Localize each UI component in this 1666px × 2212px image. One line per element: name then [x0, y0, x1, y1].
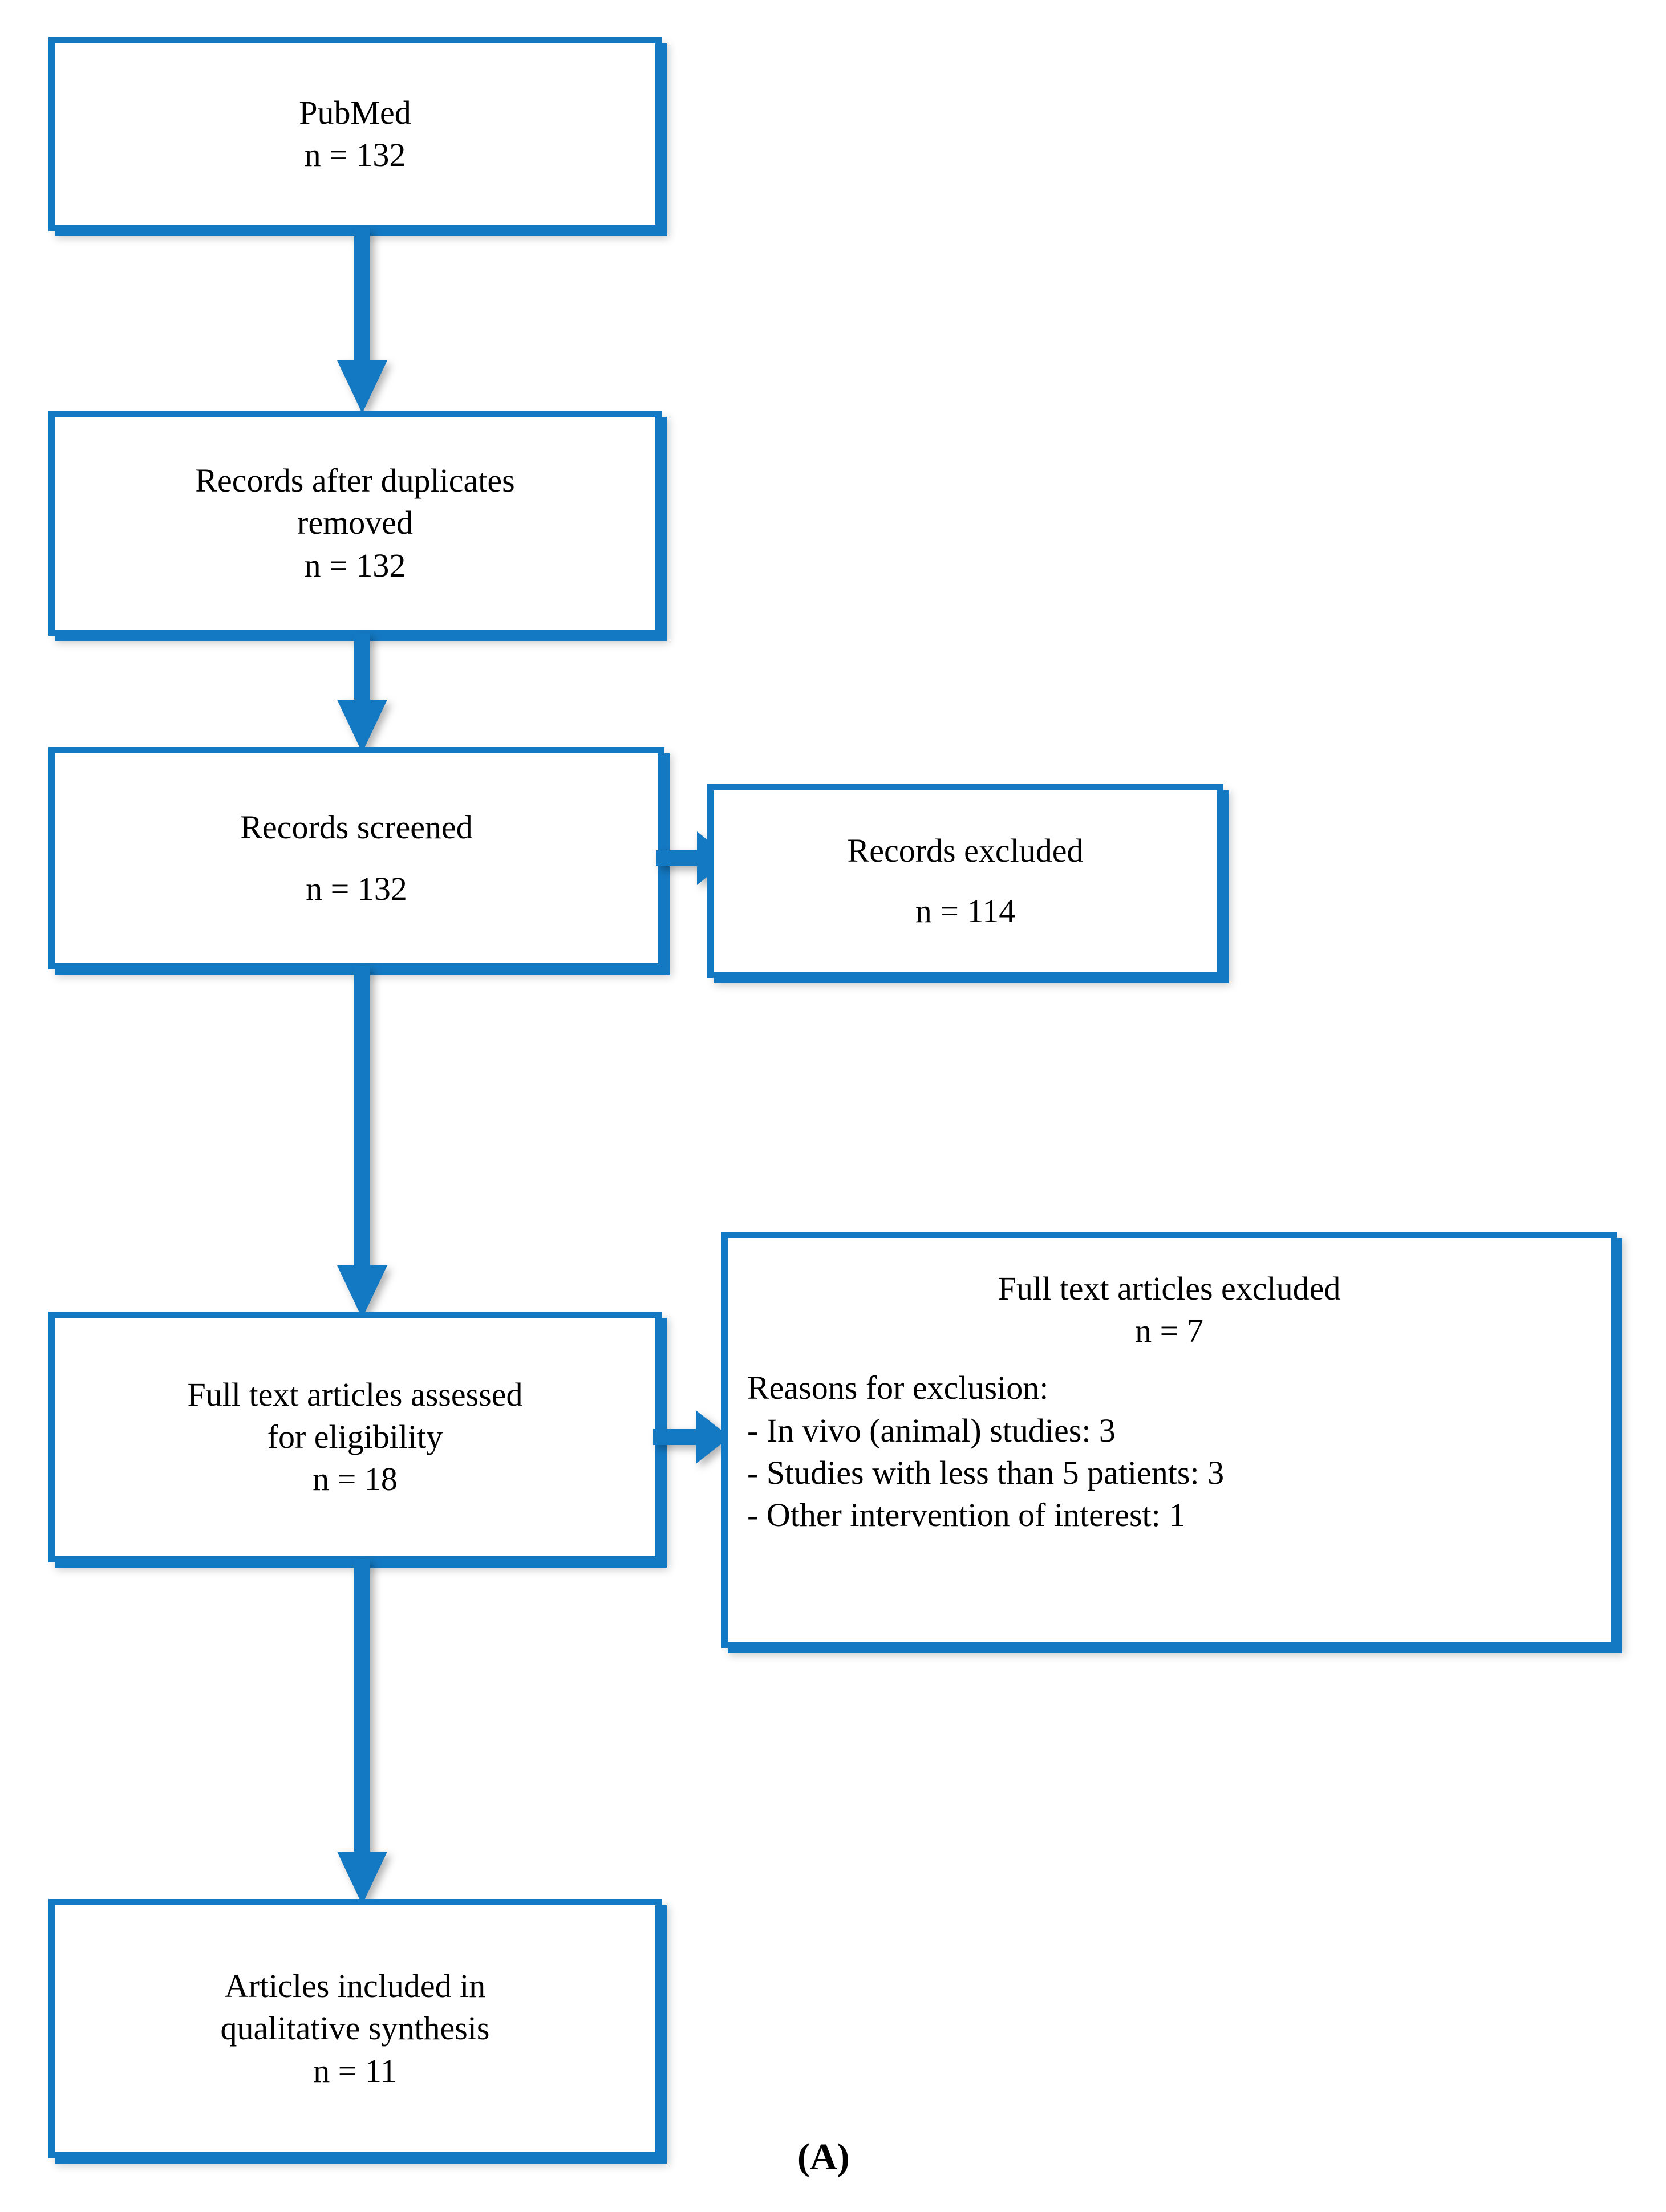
- node-line: Records screened: [240, 808, 473, 846]
- node-line: Articles included in: [224, 1967, 486, 2005]
- node-line: n = 132: [306, 870, 407, 907]
- node-records-excluded: Records excluded n = 114: [707, 784, 1223, 978]
- connector-full-text-assessed-to-included: [337, 1559, 387, 1905]
- node-line: Records excluded: [847, 831, 1084, 869]
- node-line: n = 132: [304, 546, 406, 584]
- node-articles-included: Articles included in qualitative synthes…: [48, 1899, 662, 2158]
- reason-item: - Other intervention of interest: 1: [747, 1496, 1186, 1534]
- node-full-text-excluded: Full text articles excluded n = 7 Reason…: [721, 1232, 1617, 1648]
- node-line: n = 114: [915, 892, 1016, 930]
- reasons-header: Reasons for exclusion:: [747, 1369, 1049, 1407]
- reason-item: - In vivo (animal) studies: 3: [747, 1411, 1116, 1449]
- node-line: n = 132: [304, 136, 406, 173]
- connector-full-text-assessed-to-excluded: [653, 1410, 730, 1464]
- node-line: n = 11: [313, 2052, 397, 2089]
- node-line: qualitative synthesis: [220, 2010, 490, 2047]
- reason-item: - Studies with less than 5 patients: 3: [747, 1454, 1225, 1491]
- node-line: n = 18: [313, 1460, 398, 1498]
- connector-screened-to-full-text-assessed: [337, 966, 387, 1318]
- node-records-screened: Records screened n = 132: [48, 747, 664, 969]
- connector-duplicates-to-screened: [337, 633, 387, 753]
- node-identification-pubmed: PubMed n = 132: [48, 37, 662, 231]
- node-records-after-duplicates: Records after duplicates removed n = 132: [48, 411, 662, 636]
- node-line: Records after duplicates: [195, 462, 515, 500]
- node-line: removed: [297, 504, 413, 542]
- node-title: Full text articles excluded: [998, 1270, 1341, 1307]
- node-full-text-assessed: Full text articles assessed for eligibil…: [48, 1312, 662, 1562]
- figure-caption: (A): [797, 2136, 850, 2178]
- node-line: PubMed: [299, 94, 411, 131]
- connector-pubmed-to-duplicates: [337, 228, 387, 413]
- node-line: for eligibility: [267, 1418, 443, 1455]
- node-line: Full text articles assessed: [187, 1375, 523, 1413]
- node-count: n = 7: [1135, 1312, 1203, 1350]
